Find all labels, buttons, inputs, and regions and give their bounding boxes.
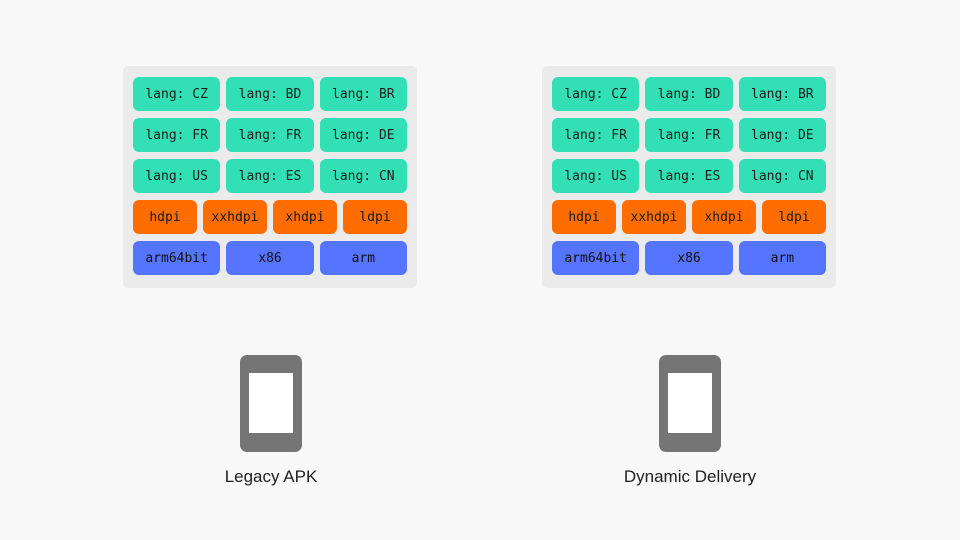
legacy-apk-resource-panel: lang: CZ lang: BD lang: BR lang: FR lang… bbox=[123, 66, 417, 288]
density-chip: xxhdpi bbox=[622, 200, 686, 234]
lang-chip: lang: BR bbox=[738, 77, 826, 111]
lang-chip: lang: ES bbox=[645, 159, 733, 193]
legacy-apk-caption: Legacy APK bbox=[224, 467, 318, 486]
lang-row: lang: CZ lang: BD lang: BR bbox=[552, 77, 826, 111]
density-chip: xxhdpi bbox=[203, 200, 267, 234]
lang-chip: lang: DE bbox=[738, 118, 826, 152]
density-chip: hdpi bbox=[133, 200, 197, 234]
abi-chip: arm64bit bbox=[552, 241, 640, 275]
lang-row: lang: US lang: ES lang: CN bbox=[133, 159, 407, 193]
density-chip: hdpi bbox=[552, 200, 616, 234]
lang-chip: lang: CN bbox=[738, 159, 826, 193]
abi-row: arm64bit x86 arm bbox=[552, 241, 826, 275]
lang-chip: lang: BR bbox=[319, 77, 407, 111]
lang-chip: lang: DE bbox=[319, 118, 407, 152]
lang-chip: lang: FR bbox=[226, 118, 314, 152]
density-row: hdpi xxhdpi xhdpi ldpi bbox=[552, 200, 826, 234]
lang-chip: lang: ES bbox=[226, 159, 314, 193]
abi-chip: arm64bit bbox=[133, 241, 221, 275]
lang-chip: lang: FR bbox=[133, 118, 221, 152]
density-chip: xhdpi bbox=[692, 200, 756, 234]
abi-chip: x86 bbox=[645, 241, 733, 275]
density-row: hdpi xxhdpi xhdpi ldpi bbox=[133, 200, 407, 234]
phone-icon bbox=[240, 355, 302, 452]
lang-chip: lang: CZ bbox=[552, 77, 640, 111]
abi-chip: x86 bbox=[226, 241, 314, 275]
lang-row: lang: US lang: ES lang: CN bbox=[552, 159, 826, 193]
lang-chip: lang: CN bbox=[319, 159, 407, 193]
lang-chip: lang: US bbox=[133, 159, 221, 193]
lang-row: lang: FR lang: FR lang: DE bbox=[133, 118, 407, 152]
lang-chip: lang: FR bbox=[645, 118, 733, 152]
lang-row: lang: CZ lang: BD lang: BR bbox=[133, 77, 407, 111]
density-chip: xhdpi bbox=[273, 200, 337, 234]
abi-chip: arm bbox=[319, 241, 407, 275]
dynamic-delivery-caption: Dynamic Delivery bbox=[623, 467, 757, 486]
density-chip: ldpi bbox=[343, 200, 407, 234]
abi-chip: arm bbox=[738, 241, 826, 275]
lang-chip: lang: BD bbox=[645, 77, 733, 111]
density-chip: ldpi bbox=[762, 200, 826, 234]
lang-chip: lang: US bbox=[552, 159, 640, 193]
phone-screen bbox=[668, 373, 712, 433]
lang-chip: lang: CZ bbox=[133, 77, 221, 111]
dynamic-delivery-resource-panel: lang: CZ lang: BD lang: BR lang: FR lang… bbox=[542, 66, 836, 288]
lang-chip: lang: FR bbox=[552, 118, 640, 152]
phone-icon bbox=[659, 355, 721, 452]
phone-screen bbox=[249, 373, 293, 433]
lang-chip: lang: BD bbox=[226, 77, 314, 111]
abi-row: arm64bit x86 arm bbox=[133, 241, 407, 275]
lang-row: lang: FR lang: FR lang: DE bbox=[552, 118, 826, 152]
